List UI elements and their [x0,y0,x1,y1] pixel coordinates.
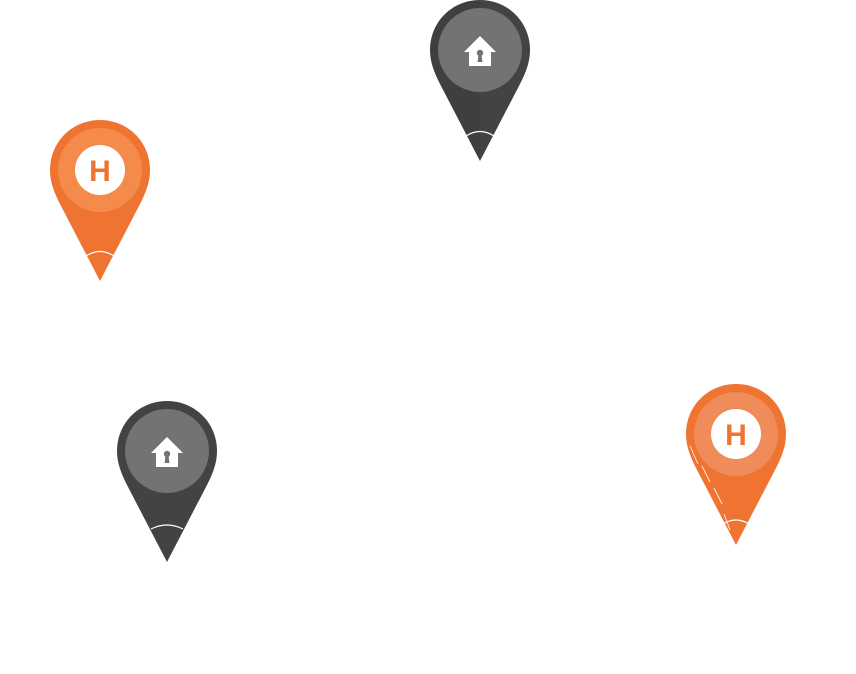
hospital-h-letter: H [725,419,747,452]
hospital-map-marker[interactable]: H [50,120,150,284]
home-map-marker[interactable] [430,0,530,164]
house-keyhole-icon [151,437,183,467]
hospital-h-letter: H [89,155,111,188]
hospital-map-marker[interactable]: H [686,384,786,548]
hospital-h-icon [75,145,125,195]
home-map-marker[interactable] [117,401,217,565]
hospital-h-icon [711,409,761,459]
house-keyhole-icon [464,36,496,66]
